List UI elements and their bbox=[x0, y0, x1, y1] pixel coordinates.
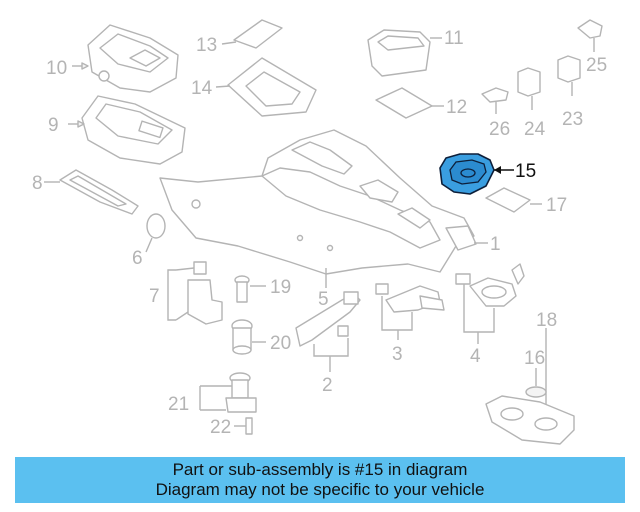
part-6-plug bbox=[145, 213, 166, 253]
callout-11: 11 bbox=[444, 28, 464, 49]
part-15-cup-holder-insert bbox=[439, 153, 514, 195]
part-21-22-mount bbox=[199, 372, 257, 435]
callout-26: 26 bbox=[489, 119, 510, 140]
callout-15: 15 bbox=[515, 161, 536, 182]
callout-12: 12 bbox=[446, 97, 467, 118]
part-13-plate bbox=[221, 19, 283, 49]
callout-20: 20 bbox=[270, 333, 291, 354]
part-8-trim-strip bbox=[44, 169, 139, 215]
callout-21: 21 bbox=[168, 394, 189, 415]
part-4-shifter-bracket bbox=[455, 263, 525, 344]
part-1-center-console bbox=[159, 129, 488, 275]
part-17-pad bbox=[485, 187, 542, 213]
callout-22: 22 bbox=[210, 417, 231, 438]
callout-10: 10 bbox=[46, 58, 67, 79]
callout-13: 13 bbox=[196, 35, 217, 56]
callout-8: 8 bbox=[32, 173, 43, 194]
callout-23: 23 bbox=[562, 109, 583, 130]
callout-5: 5 bbox=[318, 289, 329, 310]
part-7-bracket bbox=[167, 261, 223, 325]
callout-25: 25 bbox=[586, 55, 607, 76]
part-12-mat bbox=[375, 87, 444, 119]
callout-17: 17 bbox=[546, 195, 567, 216]
callout-7: 7 bbox=[149, 286, 160, 307]
part-14-trim-panel bbox=[215, 57, 317, 117]
callout-14: 14 bbox=[191, 78, 213, 99]
banner-line-1: Part or sub-assembly is #15 in diagram bbox=[172, 460, 468, 479]
callout-19: 19 bbox=[270, 277, 291, 298]
part-18-cup-holder-assembly bbox=[485, 328, 575, 445]
part-2-rail-bracket bbox=[295, 291, 361, 372]
info-banner: Part or sub-assembly is #15 in diagram D… bbox=[15, 457, 625, 503]
part-3-bracket bbox=[375, 283, 445, 340]
callout-1: 1 bbox=[490, 234, 501, 255]
banner-line-2: Diagram may not be specific to your vehi… bbox=[155, 480, 485, 499]
part-20-socket bbox=[231, 319, 266, 355]
callout-2: 2 bbox=[322, 375, 333, 396]
callout-6: 6 bbox=[132, 248, 143, 269]
callout-3: 3 bbox=[392, 344, 403, 365]
part-23-switch bbox=[557, 55, 581, 96]
part-9-bezel-tray bbox=[68, 95, 186, 165]
callout-4: 4 bbox=[470, 346, 481, 367]
part-24-switch bbox=[517, 67, 541, 110]
callout-16: 16 bbox=[524, 348, 545, 369]
part-11-storage-box bbox=[367, 29, 442, 77]
part-26-clip bbox=[481, 87, 509, 114]
part-10-console-bezel bbox=[72, 24, 179, 93]
callout-18: 18 bbox=[536, 310, 557, 331]
parts-diagram: 10 9 13 14 11 12 25 2 bbox=[32, 19, 607, 445]
part-25-cap bbox=[577, 19, 603, 52]
callout-9: 9 bbox=[48, 115, 59, 136]
part-19-bolt bbox=[234, 275, 266, 303]
callout-24: 24 bbox=[524, 119, 546, 140]
